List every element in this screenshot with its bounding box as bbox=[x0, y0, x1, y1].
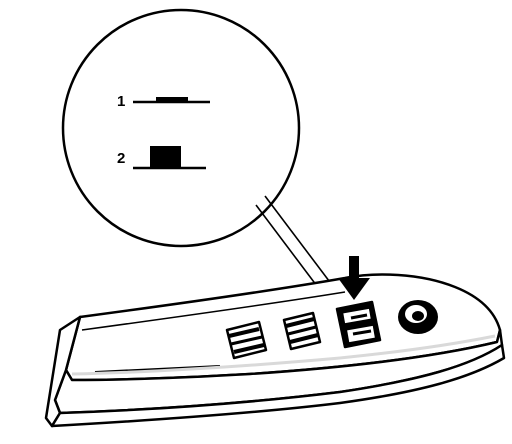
window-switch-3-highlighted bbox=[337, 302, 380, 347]
callout-circle bbox=[63, 10, 299, 246]
label-position-2: 2 bbox=[117, 151, 125, 166]
door-armrest-panel bbox=[46, 275, 504, 426]
mirror-control-knob bbox=[398, 300, 438, 334]
window-switch-2 bbox=[284, 313, 320, 349]
label-position-1: 1 bbox=[117, 94, 125, 109]
window-switch-1 bbox=[227, 322, 266, 358]
